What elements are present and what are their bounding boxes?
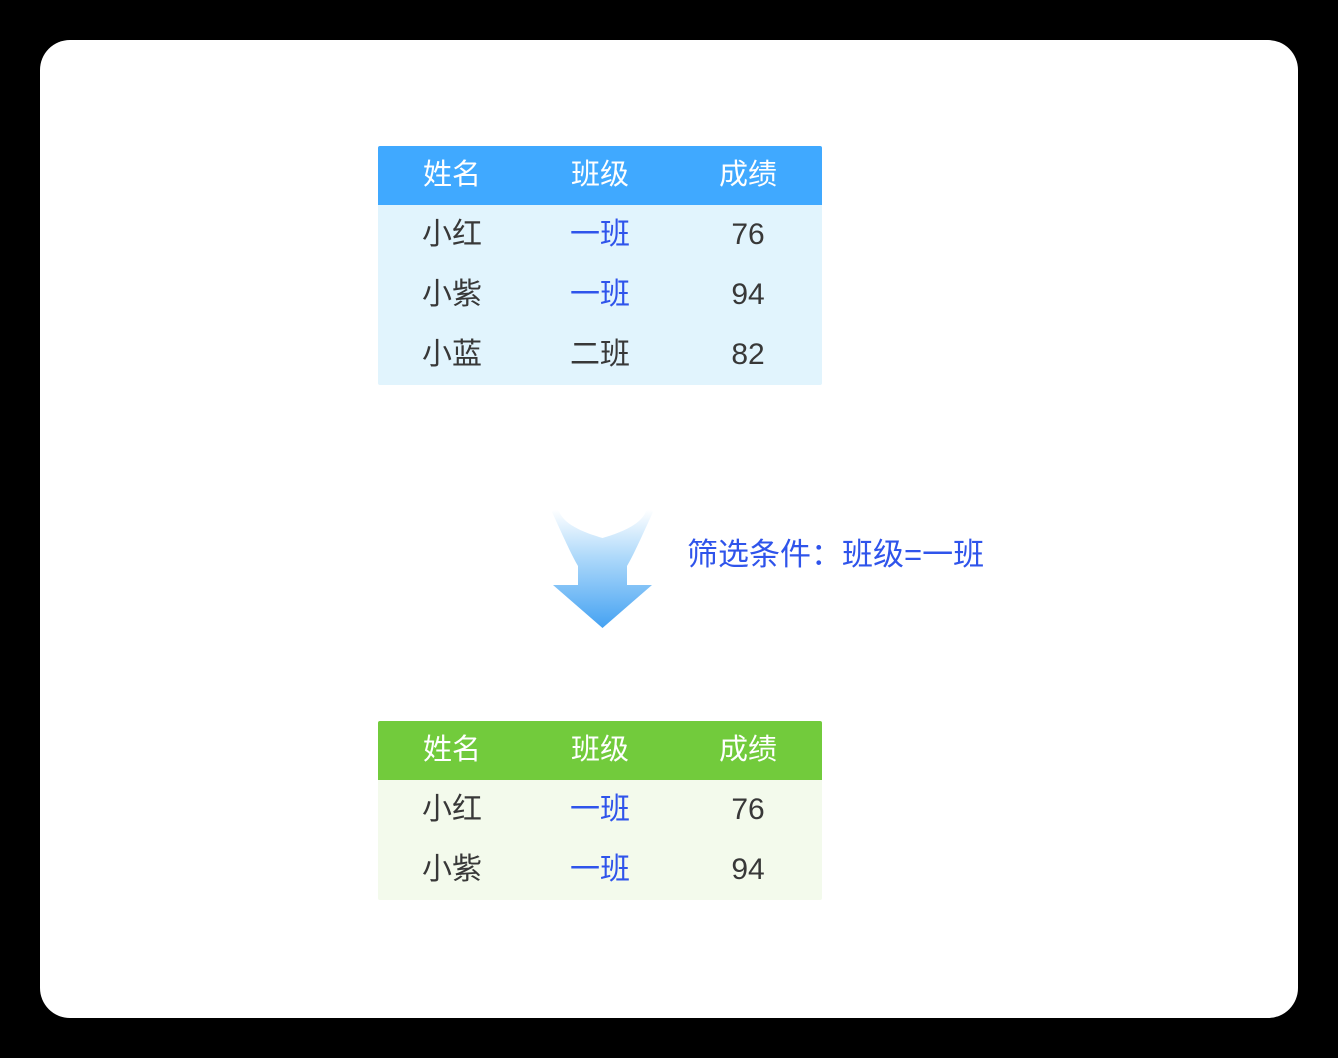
source-table-body: 小红 一班 76 小紫 一班 94 小蓝 二班 82 <box>378 205 822 385</box>
filter-condition-label: 筛选条件：班级=一班 <box>687 537 985 572</box>
filtered-header-class: 班级 <box>570 734 629 766</box>
table-row: 小红 一班 76 <box>378 205 822 265</box>
down-arrow-icon <box>552 509 653 628</box>
cell-class: 二班 <box>570 338 630 371</box>
cell-class: 一班 <box>570 278 630 311</box>
source-table-header-row: 姓名 班级 成绩 <box>378 146 822 205</box>
source-header-name: 姓名 <box>422 159 481 191</box>
source-table: 姓名 班级 成绩 小红 一班 76 小紫 一班 94 小蓝 二班 82 <box>378 146 822 385</box>
cell-score: 94 <box>731 853 765 886</box>
cell-score: 76 <box>731 218 765 251</box>
cell-class: 一班 <box>570 218 630 251</box>
filtered-header-score: 成绩 <box>718 734 777 766</box>
cell-score: 76 <box>731 793 765 826</box>
source-header-class: 班级 <box>570 159 629 191</box>
filtered-header-name: 姓名 <box>422 734 481 766</box>
cell-name: 小紫 <box>422 853 482 886</box>
table-row: 小紫 一班 94 <box>378 265 822 325</box>
filtered-table-body: 小红 一班 76 小紫 一班 94 <box>378 780 822 900</box>
cell-score: 82 <box>731 338 765 371</box>
cell-name: 小红 <box>422 218 482 251</box>
cell-class: 一班 <box>570 793 630 826</box>
filtered-table: 姓名 班级 成绩 小红 一班 76 小紫 一班 94 <box>378 721 822 900</box>
cell-name: 小蓝 <box>422 338 482 371</box>
table-row: 小红 一班 76 <box>378 780 822 840</box>
cell-class: 一班 <box>570 853 630 886</box>
cell-name: 小紫 <box>422 278 482 311</box>
diagram-card: 姓名 班级 成绩 小红 一班 76 小紫 一班 94 小蓝 二班 82 <box>40 40 1298 1018</box>
cell-name: 小红 <box>422 793 482 826</box>
cell-score: 94 <box>731 278 765 311</box>
table-row: 小蓝 二班 82 <box>378 325 822 385</box>
source-header-score: 成绩 <box>718 159 777 191</box>
filtered-table-header-row: 姓名 班级 成绩 <box>378 721 822 780</box>
table-row: 小紫 一班 94 <box>378 840 822 900</box>
